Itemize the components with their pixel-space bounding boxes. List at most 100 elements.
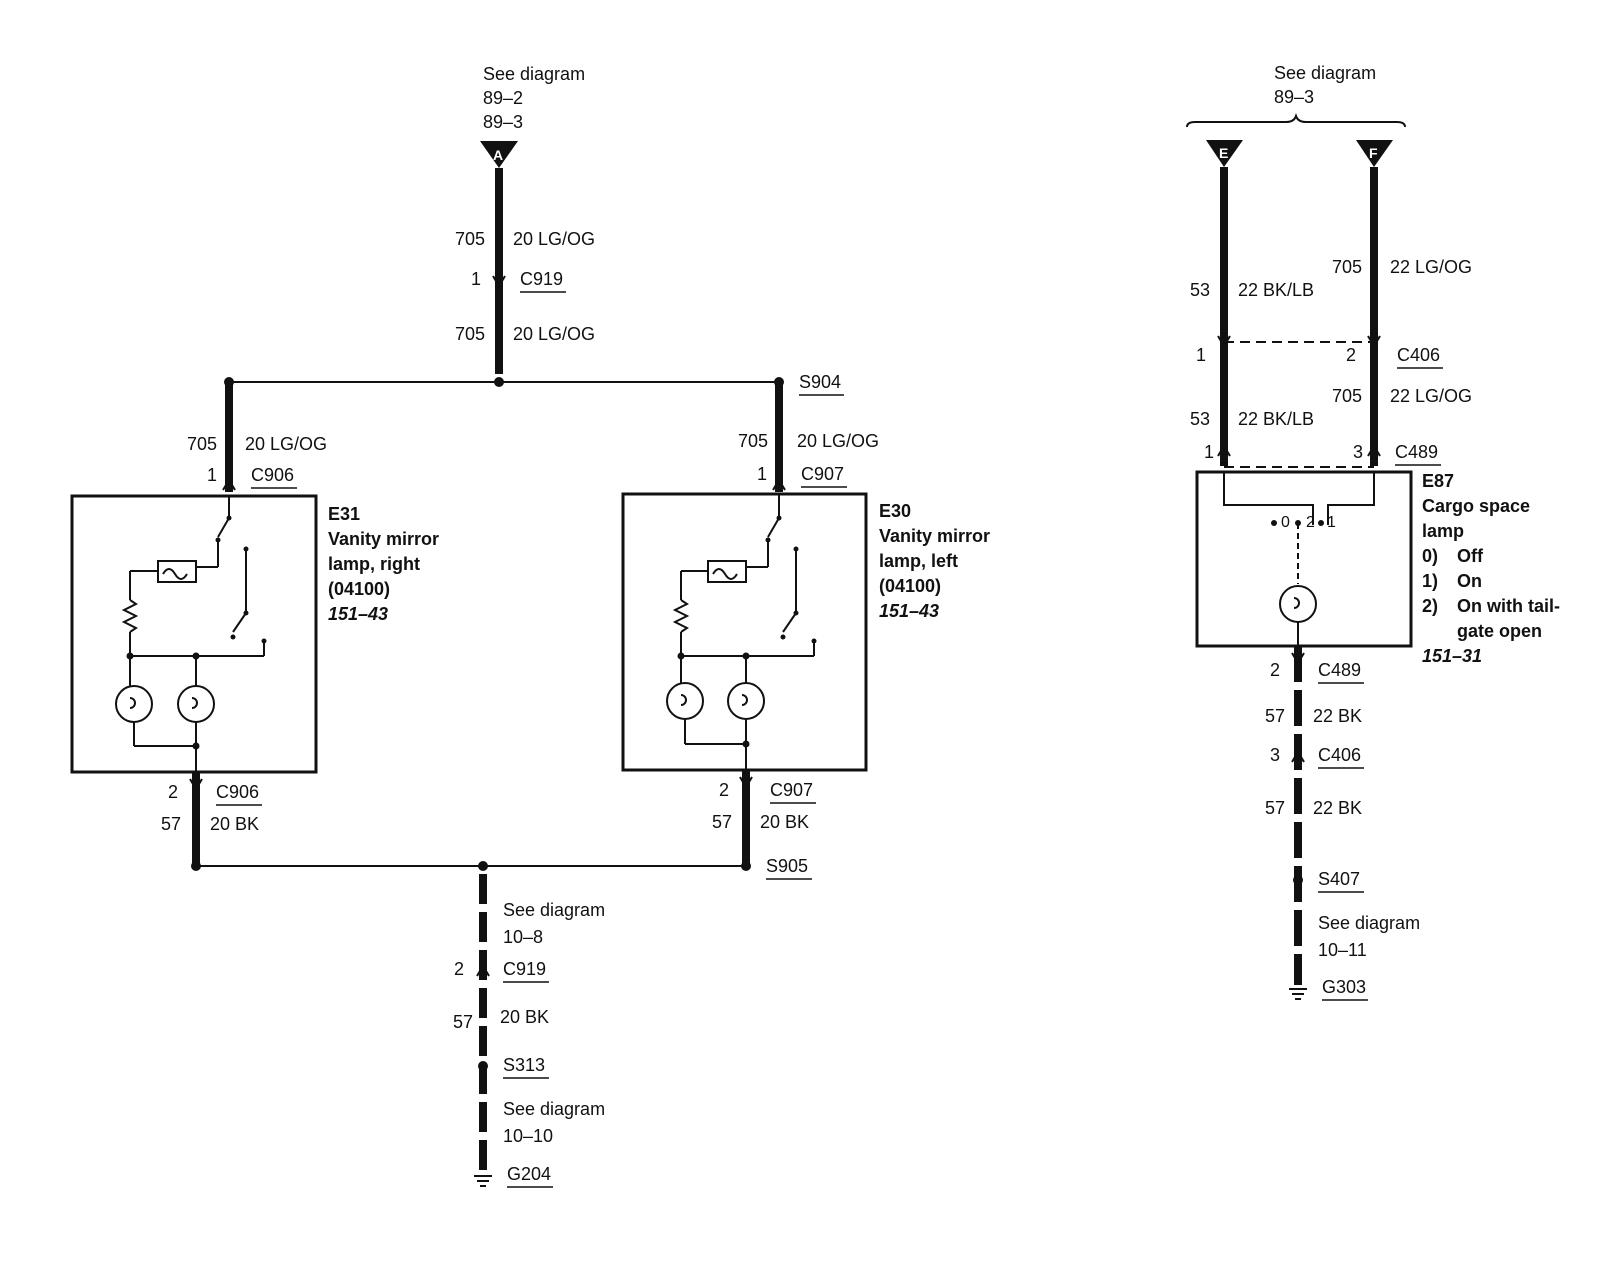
- ref-bottom-b-line2: 10–10: [503, 1126, 553, 1146]
- c406-label-bottom: C406: [1318, 745, 1361, 765]
- g303-label: G303: [1322, 977, 1366, 997]
- wire-bklb-a: 22 BK/LB: [1238, 280, 1314, 300]
- c489-label-top: C489: [1395, 442, 1438, 462]
- e31-switch2-contact: [230, 634, 236, 640]
- wire-lgog-a: 20 LG/OG: [513, 229, 595, 249]
- circuit-57-right-b: 57: [1265, 798, 1285, 818]
- circuit-57-right-a: 57: [1265, 706, 1285, 726]
- e30-resistor-icon: [672, 599, 690, 633]
- s904-label: S904: [799, 372, 841, 392]
- brace: [1186, 112, 1406, 128]
- e87-int-wire-f: [1327, 472, 1375, 525]
- circuit-705-e30: 705: [738, 431, 768, 451]
- e87-state0-text: Off: [1457, 546, 1484, 566]
- s407-label: S407: [1318, 869, 1360, 889]
- c406-pin3: 3: [1270, 745, 1280, 765]
- e87-name2: lamp: [1422, 521, 1464, 541]
- c406-pin1: 1: [1196, 345, 1206, 365]
- c906-pin2: 2: [168, 782, 178, 802]
- wire-bk-e30: 20 BK: [760, 812, 809, 832]
- s313-label: S313: [503, 1055, 545, 1075]
- ref-top-center-line1: See diagram: [483, 64, 585, 84]
- c919-arrow-top: [492, 275, 506, 288]
- e31-bulb1-filament: [129, 697, 136, 709]
- s313-dot: [478, 1061, 488, 1071]
- e30-name2: lamp, left: [879, 551, 958, 571]
- circuit-705-c: 705: [1332, 257, 1362, 277]
- ref-top-right-line1: See diagram: [1274, 63, 1376, 83]
- c906-arrow-top: [222, 478, 236, 491]
- wire-lgog-e31: 20 LG/OG: [245, 434, 327, 454]
- e30-component-box: [621, 492, 868, 772]
- connector-e-triangle: [1206, 140, 1243, 167]
- ref-top-center-line3: 89–3: [483, 112, 523, 132]
- s407-dot: [1293, 875, 1303, 885]
- c489-arrow-f: [1367, 444, 1381, 457]
- circuit-57-e31: 57: [161, 814, 181, 834]
- ground-icon-g303: [1289, 988, 1307, 1000]
- e87-state2-text2: gate open: [1457, 621, 1542, 641]
- c489-label-bottom: C489: [1318, 660, 1361, 680]
- e87-state0-num: 0): [1422, 546, 1438, 566]
- circuit-705-a: 705: [455, 229, 485, 249]
- e87-id: E87: [1422, 471, 1454, 491]
- ref-top-right-line2: 89–3: [1274, 87, 1314, 107]
- c907-arrow-top: [772, 478, 786, 491]
- e30-bulb2-filament: [741, 694, 748, 706]
- splice-dot-s905: [741, 861, 751, 871]
- wire-lgog-c: 22 LG/OG: [1390, 257, 1472, 277]
- e87-switch-pos1: [1318, 520, 1324, 526]
- e87-state2-text1: On with tail-: [1457, 596, 1560, 616]
- e87-state2-num: 2): [1422, 596, 1438, 616]
- connector-f-triangle: [1356, 140, 1393, 167]
- wire-lgog-d: 22 LG/OG: [1390, 386, 1472, 406]
- connector-a-triangle: [480, 141, 518, 168]
- c406-pin2: 2: [1346, 345, 1356, 365]
- c919-label-top: C919: [520, 269, 563, 289]
- connector-a-label: A: [493, 147, 503, 163]
- wire-bk-ground: 20 BK: [500, 1007, 549, 1027]
- e31-switch2-blade: [232, 612, 247, 633]
- e31-name1: Vanity mirror: [328, 529, 439, 549]
- ref-top-center-line2: 89–2: [483, 88, 523, 108]
- e31-name2: lamp, right: [328, 554, 420, 574]
- c906-arrow-bottom: [189, 778, 203, 791]
- c907-label-top: C907: [801, 464, 844, 484]
- e30-code: (04100): [879, 576, 941, 596]
- e87-state1-num: 1): [1422, 571, 1438, 591]
- circuit-705-e31: 705: [187, 434, 217, 454]
- c907-label-bottom: C907: [770, 780, 813, 800]
- c489-pin2: 2: [1270, 660, 1280, 680]
- e30-switch2-contact: [780, 634, 786, 640]
- e30-fuse-wave: [712, 568, 738, 580]
- splice-dot-bottom-left: [191, 861, 201, 871]
- e87-page: 151–31: [1422, 646, 1482, 666]
- e30-switch2-blade: [782, 612, 797, 633]
- e87-pin2: 2: [1306, 514, 1315, 531]
- wire-bk-right-b: 22 BK: [1313, 798, 1362, 818]
- e31-code: (04100): [328, 579, 390, 599]
- c919-label-bottom: C919: [503, 959, 546, 979]
- e31-id: E31: [328, 504, 360, 524]
- c906-label-bottom: C906: [216, 782, 259, 802]
- circuit-57-e30: 57: [712, 812, 732, 832]
- e87-pin0: 0: [1281, 514, 1290, 531]
- circuit-57-ground: 57: [453, 1012, 473, 1032]
- ref-bottom-a-line1: See diagram: [503, 900, 605, 920]
- c489-arrow-bottom: [1291, 652, 1305, 665]
- circuit-705-b: 705: [455, 324, 485, 344]
- e31-component-box: [70, 494, 318, 774]
- c406-arrow-f: [1367, 335, 1381, 348]
- e31-resistor-icon: [121, 599, 139, 633]
- c919-pin2: 2: [454, 959, 464, 979]
- ref-bottom-right-line1: See diagram: [1318, 913, 1420, 933]
- e87-circuit: See diagram 89–3 E F 53 22 BK/LB 705 22 …: [1186, 63, 1560, 1001]
- e87-state1-text: On: [1457, 571, 1482, 591]
- e31-page: 151–43: [328, 604, 388, 624]
- wire-bk-e31: 20 BK: [210, 814, 259, 834]
- top-feed: See diagram 89–2 89–3 A 705 20 LG/OG 1 C…: [455, 64, 595, 374]
- e87-component-box: [1195, 470, 1413, 648]
- center-ground: See diagram 10–8 2 C919 57 20 BK S313 Se…: [453, 874, 605, 1188]
- c907-arrow-bottom: [739, 776, 753, 789]
